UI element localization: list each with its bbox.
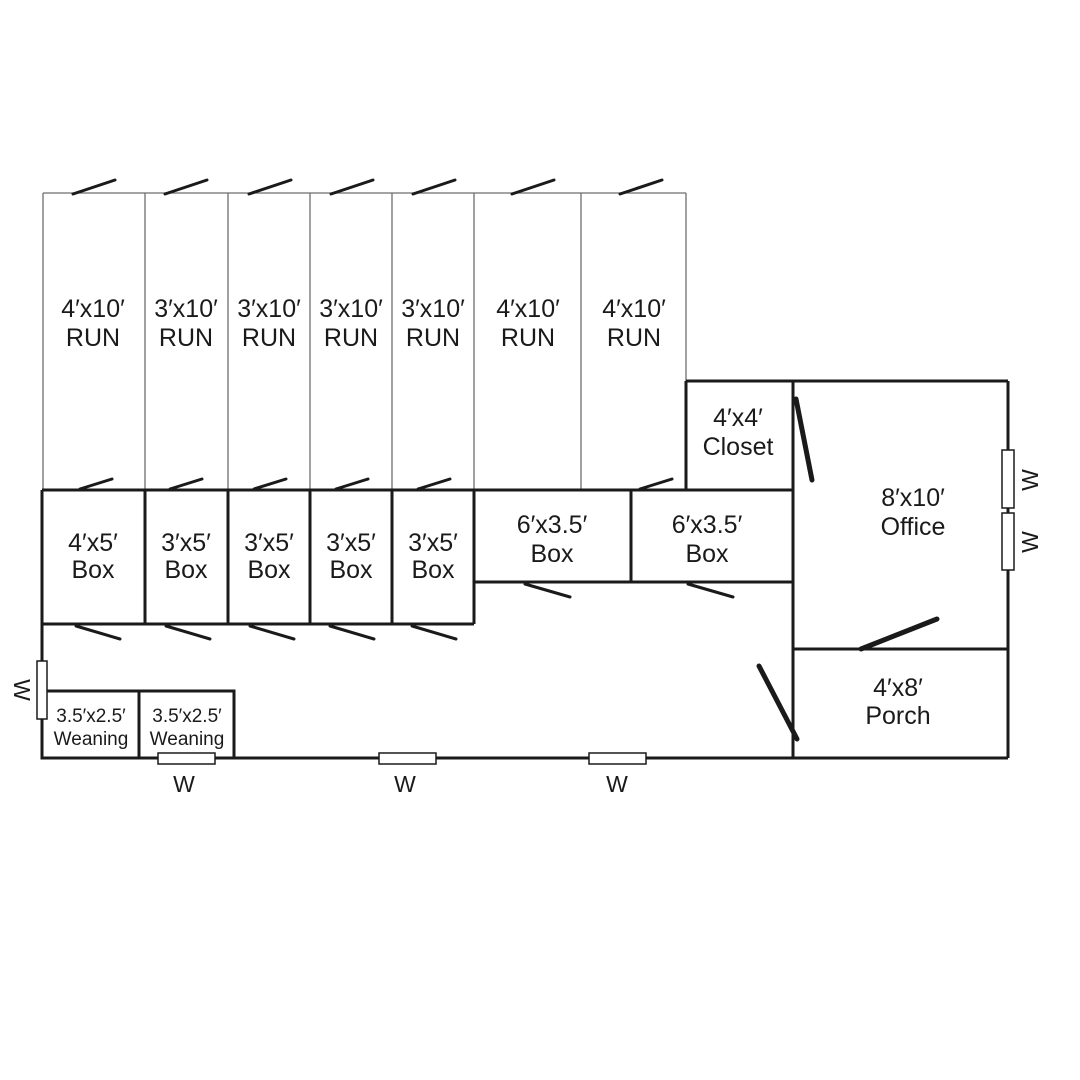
weaning-2-name: Weaning: [150, 729, 225, 750]
run-6-name: RUN: [501, 324, 555, 352]
weaning-labels: 3.5′x2.5′ Weaning 3.5′x2.5′ Weaning: [54, 706, 225, 750]
box-2-size: 3′x5′: [161, 529, 211, 557]
box-1-name: Box: [71, 556, 115, 584]
window-labels: W W W W W W: [9, 469, 1043, 797]
window-label-left: W: [9, 679, 35, 701]
weaning-2-size: 3.5′x2.5′: [152, 706, 222, 727]
building-walls: [40, 379, 1010, 760]
run-4-size: 3′x10′: [319, 295, 383, 323]
box-labels: 4′x5′ Box 3′x5′ Box 3′x5′ Box 3′x5′ Box …: [68, 511, 742, 584]
box-3-size: 3′x5′: [244, 529, 294, 557]
weaning-1-size: 3.5′x2.5′: [56, 706, 126, 727]
box-2-name: Box: [164, 556, 208, 584]
run-5-name: RUN: [406, 324, 460, 352]
run-7-name: RUN: [607, 324, 661, 352]
run-6-size: 4′x10′: [496, 295, 560, 323]
window-label-right-1: W: [1017, 469, 1043, 491]
run-3-name: RUN: [242, 324, 296, 352]
run-2-name: RUN: [159, 324, 213, 352]
office-name: Office: [881, 513, 946, 541]
window-left: [36, 660, 48, 720]
box-7-size: 6′x3.5′: [672, 511, 743, 539]
box-doors: [74, 582, 735, 641]
office-size: 8′x10′: [881, 484, 945, 512]
window-label-bottom-3: W: [606, 771, 628, 797]
porch-name: Porch: [865, 702, 930, 730]
box-6-size: 6′x3.5′: [517, 511, 588, 539]
run-3-size: 3′x10′: [237, 295, 301, 323]
box-5-name: Box: [411, 556, 455, 584]
run-gates-top: [71, 178, 664, 196]
run-1-size: 4′x10′: [61, 295, 125, 323]
run-1-name: RUN: [66, 324, 120, 352]
window-label-right-2: W: [1017, 531, 1043, 553]
run-gates-bottom: [78, 477, 674, 491]
box-6-name: Box: [530, 540, 574, 568]
closet-name: Closet: [703, 433, 774, 461]
porch-size: 4′x8′: [873, 674, 923, 702]
run-labels: 4′x10′ RUN 3′x10′ RUN 3′x10′ RUN 3′x10′ …: [61, 295, 666, 352]
window-bottom-2: [378, 752, 437, 765]
box-7-name: Box: [685, 540, 729, 568]
heavy-doors: [756, 396, 940, 742]
run-7-size: 4′x10′: [602, 295, 666, 323]
weaning-1-name: Weaning: [54, 729, 129, 750]
window-right-1: [1001, 449, 1015, 509]
run-5-size: 3′x10′: [401, 295, 465, 323]
box-3-name: Box: [247, 556, 291, 584]
window-bottom-1: [157, 752, 216, 765]
run-fences: [42, 192, 687, 490]
room-labels: 4′x4′ Closet 8′x10′ Office 4′x8′ Porch: [703, 404, 946, 730]
window-right-2: [1001, 512, 1015, 571]
closet-size: 4′x4′: [713, 404, 763, 432]
window-label-bottom-1: W: [173, 771, 195, 797]
box-1-size: 4′x5′: [68, 529, 118, 557]
run-2-size: 3′x10′: [154, 295, 218, 323]
box-4-name: Box: [329, 556, 373, 584]
windows: [36, 449, 1015, 765]
box-5-size: 3′x5′: [408, 529, 458, 557]
run-4-name: RUN: [324, 324, 378, 352]
window-label-bottom-2: W: [394, 771, 416, 797]
window-bottom-3: [588, 752, 647, 765]
box-4-size: 3′x5′: [326, 529, 376, 557]
